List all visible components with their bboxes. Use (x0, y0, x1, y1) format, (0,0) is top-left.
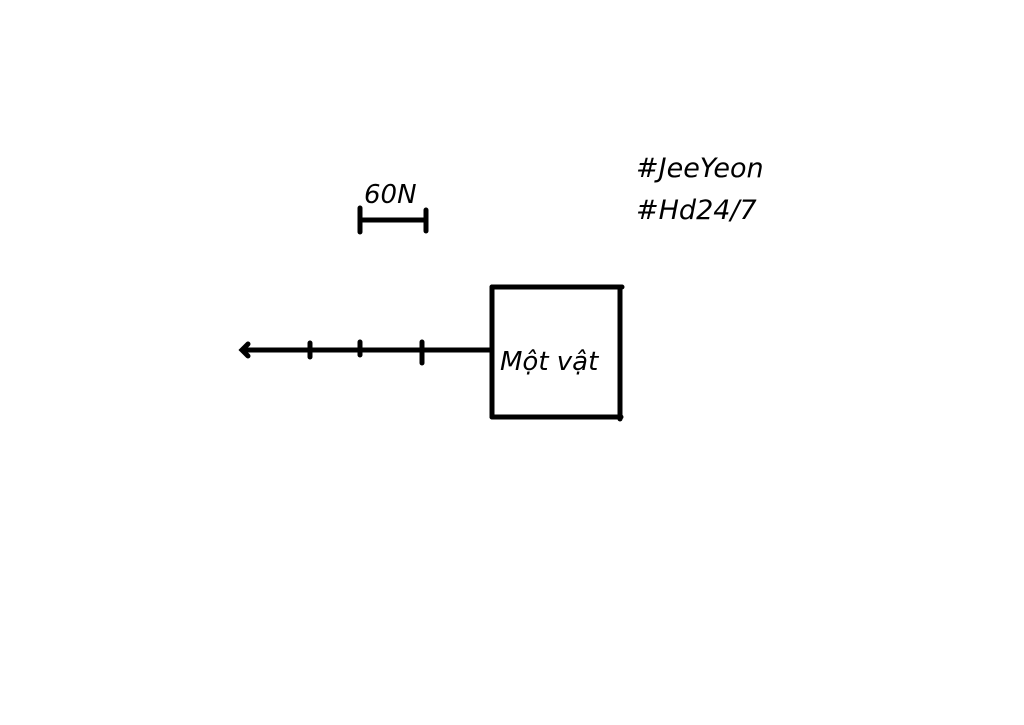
tag-jeeyeon: #JeeYeon (636, 153, 764, 184)
arrow-head-icon (238, 341, 251, 359)
tag-hd247: #Hd24/7 (636, 195, 757, 226)
object-label: Một vật (500, 347, 599, 377)
object-box: Một vật (489, 284, 625, 422)
scale-bar: 60N (357, 180, 429, 235)
scale-label: 60N (364, 180, 417, 210)
force-vector (238, 339, 495, 366)
